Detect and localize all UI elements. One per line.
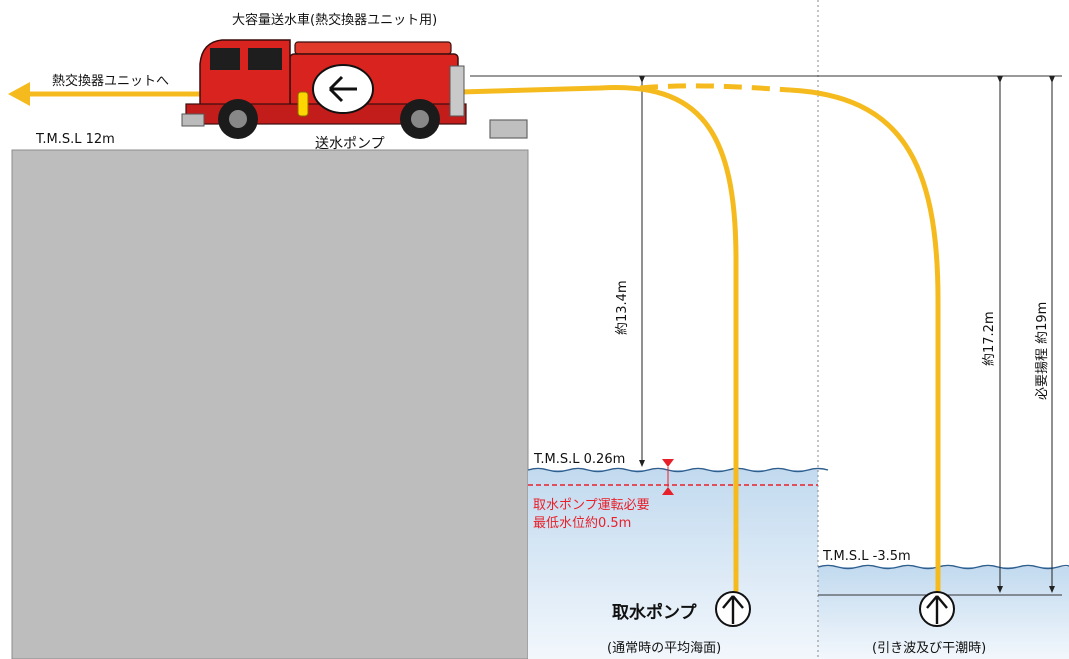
min-water-marker-bottom xyxy=(662,487,674,495)
hose-connector-dashed xyxy=(639,83,791,93)
to-unit-label: 熱交換器ユニットへ xyxy=(52,73,169,89)
hose-to-unit-arrowhead xyxy=(8,82,30,106)
caption-normal: (通常時の平均海面) xyxy=(607,641,721,656)
small-box xyxy=(489,119,528,139)
caption-low: (引き波及び干潮時) xyxy=(872,641,986,656)
pump-label: 送水ポンプ xyxy=(315,136,385,152)
hose-intake-normal xyxy=(459,85,739,600)
fire-truck xyxy=(181,39,467,139)
min-water-text-1: 取水ポンプ運転必要 xyxy=(533,498,650,513)
dim-19-label: 必要揚程 約19m xyxy=(1034,302,1050,400)
sea-level-normal-label: T.M.S.L 0.26m xyxy=(533,452,625,467)
water-normal xyxy=(528,470,818,659)
intake-pump-low xyxy=(919,591,955,627)
hose-intake-low xyxy=(789,87,941,600)
water-low-surface xyxy=(817,564,1069,570)
ground-block xyxy=(11,149,529,659)
sea-level-low-label: T.M.S.L -3.5m xyxy=(822,549,911,564)
dim-17-label: 約17.2m xyxy=(982,311,997,366)
min-water-marker-top xyxy=(662,459,674,467)
truck-title: 大容量送水車(熱交換器ユニット用) xyxy=(232,12,437,28)
intake-pump-normal xyxy=(715,591,751,627)
water-normal-surface xyxy=(527,467,829,473)
min-water-text-2: 最低水位約0.5m xyxy=(533,516,631,531)
ground-level-label: T.M.S.L 12m xyxy=(35,132,115,147)
intake-pump-label: 取水ポンプ xyxy=(612,602,697,623)
dim-13-label: 約13.4m xyxy=(615,280,630,335)
